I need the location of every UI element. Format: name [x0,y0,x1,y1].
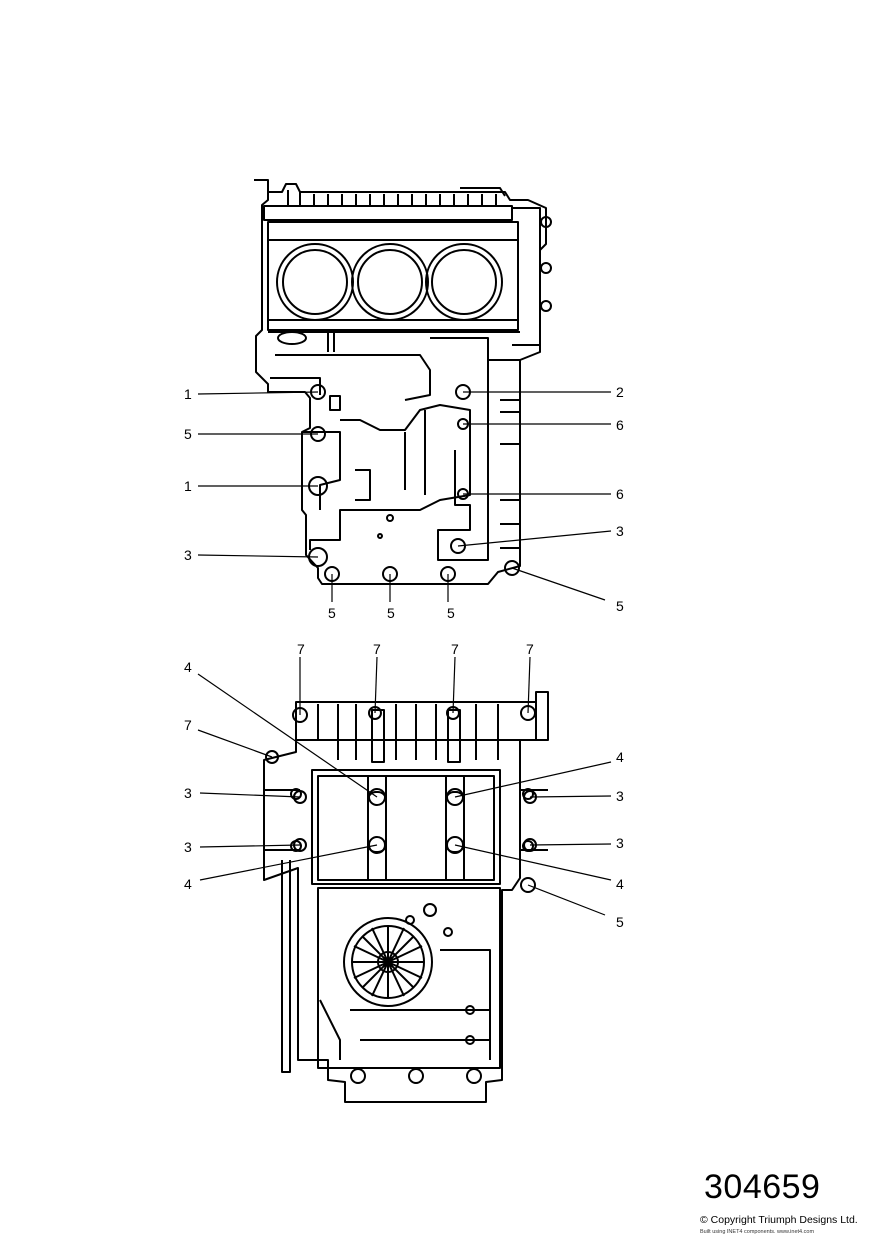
callout-lower-left-5: 4 [184,876,192,892]
callout-lower-right-5: 5 [616,914,624,930]
callout-lower-top-2: 7 [373,641,381,657]
callout-lower-left-2: 7 [184,717,192,733]
upper-crankcase-drawing [254,179,552,585]
callout-lower-top-4: 7 [526,641,534,657]
callout-upper-left-3: 1 [184,478,192,494]
callout-lower-right-2: 3 [616,788,624,804]
callout-upper-left-4: 3 [184,547,192,563]
callout-lower-left-4: 3 [184,839,192,855]
copyright-notice: © Copyright Triumph Designs Ltd. [700,1214,858,1226]
reference-number: 304659 [704,1168,821,1206]
callout-lower-right-3: 3 [616,835,624,851]
callout-lower-right-4: 4 [616,876,624,892]
callout-upper-right-4: 3 [616,523,624,539]
lower-crankcase-drawing [263,691,549,1103]
callout-lower-top-3: 7 [451,641,459,657]
callout-upper-right-1: 2 [616,384,624,400]
callout-upper-right-2: 6 [616,417,624,433]
callout-upper-right-3: 6 [616,486,624,502]
callout-lower-left-3: 3 [184,785,192,801]
leader-lines [197,391,612,916]
callout-lower-left-1: 4 [184,659,192,675]
callout-labels: 1 5 1 3 2 6 6 3 5 5 5 5 7 7 7 7 4 7 3 3 … [184,384,624,930]
callout-upper-left-2: 5 [184,426,192,442]
credit-line: Built using INET4 components. www.inet4.… [700,1229,815,1235]
callout-upper-right-5: 5 [616,598,624,614]
callout-upper-bottom-1: 5 [328,605,336,621]
callout-upper-bottom-2: 5 [387,605,395,621]
callout-lower-right-1: 4 [616,749,624,765]
callout-lower-top-1: 7 [297,641,305,657]
callout-upper-bottom-3: 5 [447,605,455,621]
callout-upper-left-1: 1 [184,386,192,402]
